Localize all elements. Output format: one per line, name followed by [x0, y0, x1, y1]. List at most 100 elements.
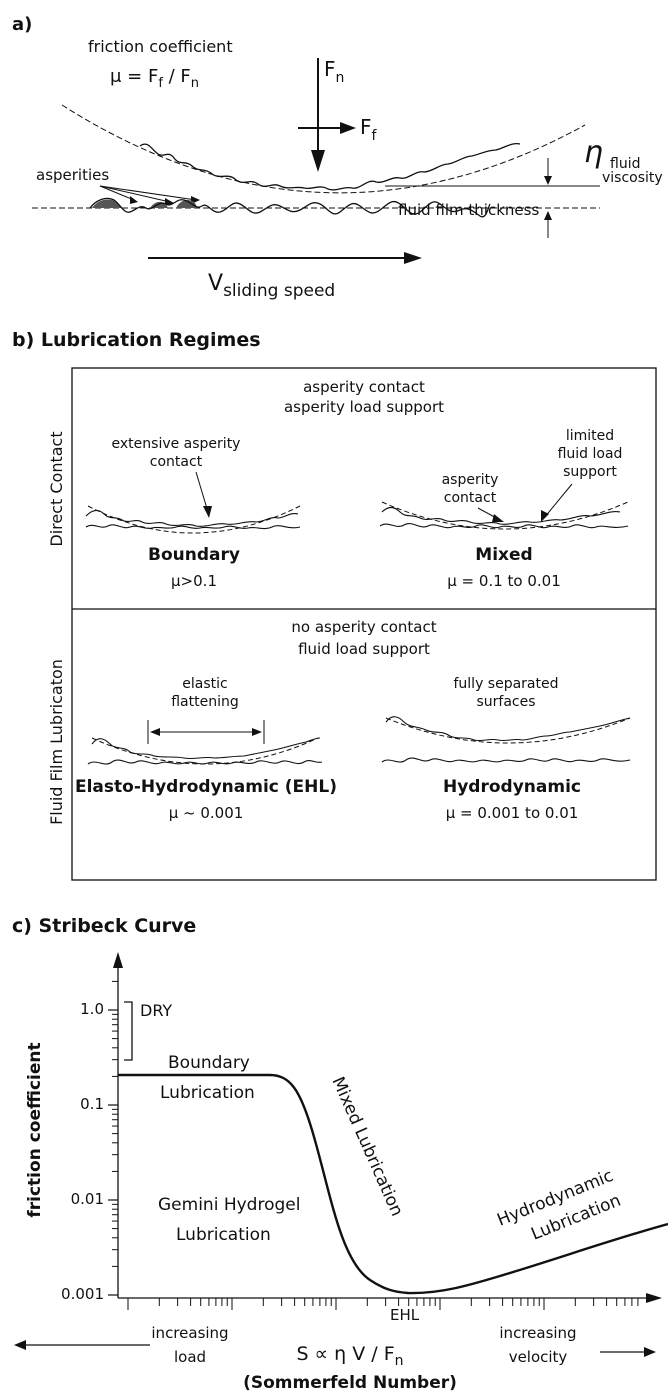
- y-tick-label-0.01: 0.01: [71, 1190, 104, 1208]
- bottom-header-line1: no asperity contact: [291, 618, 436, 636]
- lower-rough-surface: [89, 197, 491, 218]
- normal-force-label: Fn: [324, 57, 344, 86]
- friction-formula: μ = Ff / Fn: [110, 66, 199, 91]
- boundary-lower-surface: [85, 524, 301, 530]
- bottom-header-line2: fluid load support: [298, 640, 430, 658]
- hydro-name: Hydrodynamic: [443, 777, 581, 797]
- friction-force-label: Ff: [360, 115, 378, 144]
- ehl-name: Elasto-Hydrodynamic (EHL): [75, 777, 337, 797]
- y-tick-label-0.1: 0.1: [80, 1095, 104, 1113]
- hydro-mu: μ = 0.001 to 0.01: [446, 804, 579, 822]
- upper-rough-surface: [139, 142, 521, 191]
- y-tick-label-0.001: 0.001: [61, 1285, 104, 1303]
- regimes-box: [71, 367, 657, 881]
- mixed-note-a-line2: contact: [444, 490, 497, 506]
- x-axis-arrowhead: [646, 1293, 662, 1303]
- top-header-line2: asperity load support: [284, 398, 444, 416]
- top-header-line1: asperity contact: [303, 378, 425, 396]
- friction-force-arrowhead: [340, 122, 356, 134]
- mixed-note-b-line1: limited: [566, 428, 614, 444]
- mixed-note-a-line1: asperity: [442, 472, 499, 488]
- asperity-pointer-3: [99, 185, 197, 201]
- panel-b: b) Lubrication Regimes Direct Contact Fl…: [12, 329, 657, 881]
- mixed-note-b-line3: support: [563, 464, 617, 480]
- mixed-lubrication-label: Mixed Lubrication: [327, 1074, 406, 1220]
- mixed-name: Mixed: [475, 545, 532, 565]
- film-thickness-label: fluid film thickness: [398, 201, 539, 219]
- increasing-load-line1: increasing: [151, 1324, 228, 1342]
- mixed-note-b-line2: fluid load: [558, 446, 623, 462]
- boundary-pointer: [195, 471, 209, 513]
- increasing-velocity-line2: velocity: [509, 1348, 568, 1366]
- sliding-speed-label: Vsliding speed: [208, 271, 335, 301]
- y-axis-arrowhead: [113, 952, 123, 968]
- sommerfeld-number-label: (Sommerfeld Number): [243, 1373, 457, 1393]
- boundary-name: Boundary: [148, 545, 240, 565]
- mixed-upper-surface: [381, 506, 621, 525]
- panel-c-title: c) Stribeck Curve: [12, 915, 196, 937]
- hydro-note-line2: surfaces: [476, 694, 535, 710]
- hydro-upper-surface: [385, 716, 631, 742]
- y-axis-ticks: [108, 980, 118, 1296]
- gemini-hydrogel-line2: Lubrication: [176, 1225, 271, 1245]
- boundary-mu: μ>0.1: [171, 572, 217, 590]
- x-axis-ticks: [127, 1298, 639, 1310]
- increasing-velocity-arrowhead: [644, 1347, 656, 1357]
- boundary-arrowhead: [203, 506, 212, 518]
- mixed-fluid-pointer: [543, 483, 573, 519]
- gemini-hydrogel-line1: Gemini Hydrogel: [158, 1195, 300, 1215]
- boundary-lubrication-line2: Lubrication: [160, 1083, 255, 1103]
- ehl-mu: μ ~ 0.001: [169, 804, 244, 822]
- asperities-label: asperities: [36, 166, 109, 184]
- eta-subscript: fluid: [610, 156, 640, 172]
- y-tick-label-1.0: 1.0: [80, 1000, 104, 1018]
- boundary-note-line1: extensive asperity: [112, 436, 241, 452]
- ehl-span-arrowhead-right: [252, 728, 262, 736]
- panel-a-label: a): [12, 14, 32, 35]
- upper-surface-mean-line: [61, 104, 586, 194]
- mixed-lower-surface: [379, 523, 629, 529]
- increasing-load-arrowhead: [14, 1340, 26, 1350]
- ehl-point-label: EHL: [390, 1306, 420, 1324]
- ehl-note-line2: flattening: [171, 694, 239, 710]
- ehl-note-line1: elastic: [182, 676, 227, 692]
- ehl-mean-curve: [91, 737, 319, 765]
- asperity-pointer-2: [99, 185, 171, 203]
- sommerfeld-formula: S ∝ η V / Fn: [296, 1343, 403, 1369]
- mixed-fluid-arrowhead: [541, 510, 549, 522]
- dry-bracket: [124, 1001, 133, 1061]
- mixed-asperity-arrowhead: [492, 514, 504, 522]
- asperity-arrowhead-1: [130, 196, 138, 204]
- y-axis-label: friction coefficient: [25, 1042, 45, 1217]
- panel-b-title: b) Lubrication Regimes: [12, 329, 261, 351]
- hydro-note-line1: fully separated: [453, 676, 558, 692]
- mixed-mu: μ = 0.1 to 0.01: [447, 572, 561, 590]
- ehl-upper-surface: [91, 737, 321, 760]
- boundary-lubrication-line1: Boundary: [168, 1053, 250, 1073]
- side-label-direct-contact: Direct Contact: [47, 431, 66, 546]
- stribeck-curve: [118, 1073, 668, 1295]
- boundary-upper-surface: [85, 509, 299, 527]
- panel-c: c) Stribeck Curve friction coefficient 1…: [12, 915, 668, 1393]
- dry-label: DRY: [140, 1001, 172, 1020]
- asperity-shaded-1: [92, 199, 122, 208]
- asperity-shaded-3: [176, 200, 198, 208]
- increasing-velocity-line1: increasing: [499, 1324, 576, 1342]
- film-thickness-bottom-arrowhead: [544, 211, 552, 220]
- mixed-mean-curve: [381, 501, 629, 530]
- normal-force-arrowhead: [311, 150, 325, 172]
- hydro-lower-surface: [381, 757, 631, 763]
- ehl-lower-surface: [87, 759, 323, 765]
- panel-a: a) friction coefficient μ = Ff / Fn Fn F…: [12, 14, 663, 301]
- film-thickness-top-arrowhead: [544, 176, 552, 185]
- boundary-note-line2: contact: [150, 454, 203, 470]
- increasing-load-line2: load: [174, 1348, 206, 1366]
- ehl-span-arrowhead-left: [150, 728, 160, 736]
- eta-symbol: η: [584, 135, 603, 170]
- sliding-speed-arrowhead: [404, 252, 422, 264]
- viscosity-label: viscosity: [602, 170, 663, 186]
- asperity-pointer-1: [99, 185, 135, 201]
- side-label-fluid-film: Fluid Film Lubricaton: [47, 659, 66, 825]
- hydro-mean-curve: [385, 717, 631, 744]
